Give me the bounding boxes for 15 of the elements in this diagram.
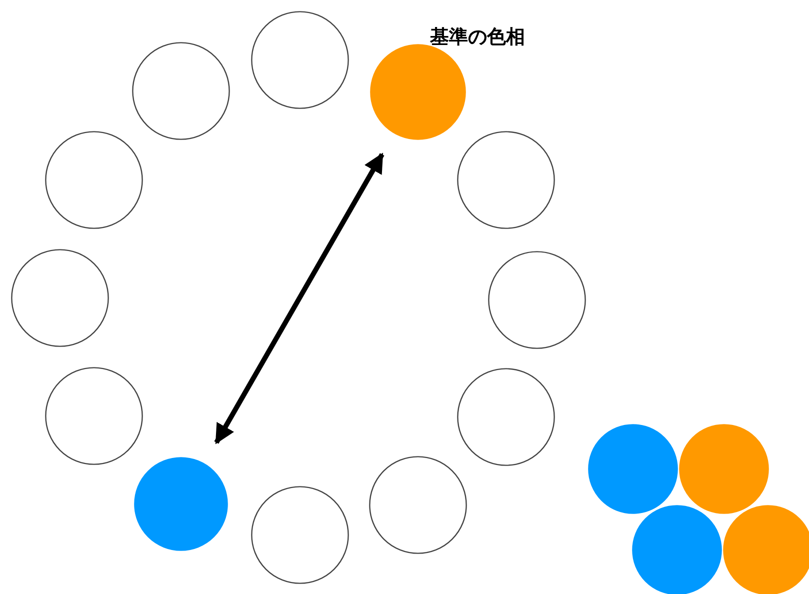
- hue-circle: [457, 368, 555, 466]
- hue-circle: [251, 11, 349, 109]
- hue-circle: [45, 367, 143, 465]
- hue-circle: [134, 457, 228, 551]
- hue-circle: [679, 424, 769, 514]
- hue-circle: [488, 251, 586, 349]
- hue-circle: [588, 424, 678, 514]
- hue-circle: [457, 131, 555, 229]
- hue-circle: [369, 456, 467, 554]
- hue-circle: [11, 249, 109, 347]
- hue-label: 基準の色相: [430, 25, 525, 50]
- hue-circle: [251, 486, 349, 584]
- hue-circle: [45, 131, 143, 229]
- double-arrow: [214, 152, 384, 444]
- hue-circle: [132, 42, 230, 140]
